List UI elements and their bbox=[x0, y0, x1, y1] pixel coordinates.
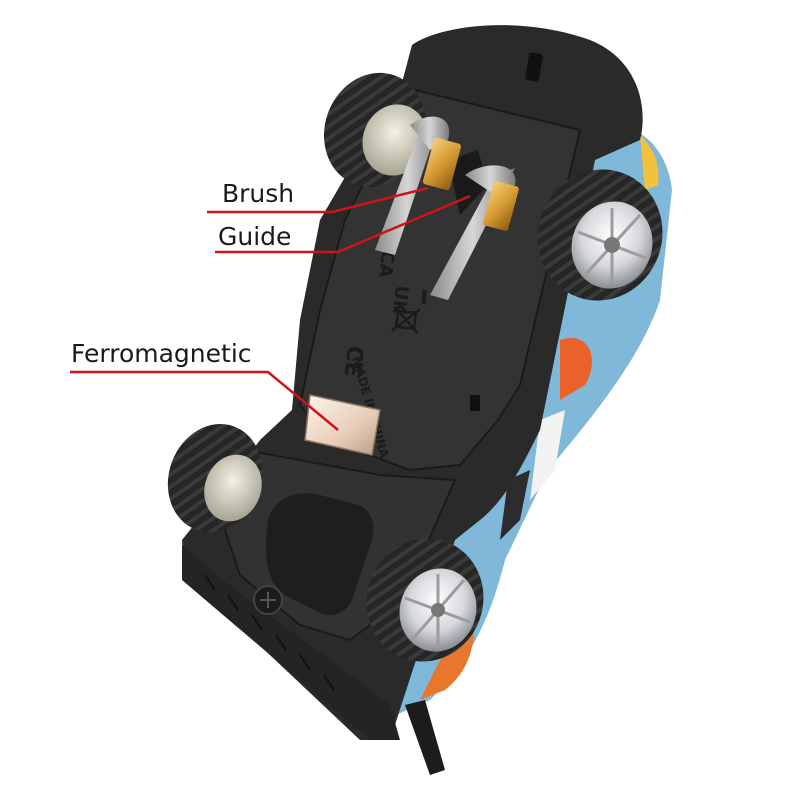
guide bbox=[448, 150, 488, 215]
brush-right bbox=[430, 165, 519, 300]
guide-pointer-line bbox=[215, 194, 471, 254]
brush-pointer-line bbox=[207, 186, 429, 214]
ferromagnetic-pointer-line bbox=[70, 370, 339, 431]
weee-bin-icon bbox=[391, 305, 421, 335]
wheel-rear-left bbox=[167, 423, 263, 533]
brush-left bbox=[375, 116, 462, 255]
ferromagnetic-plate bbox=[304, 394, 381, 456]
wheel-rear-right bbox=[366, 538, 484, 662]
uk-mark: UK bbox=[388, 284, 412, 316]
brush-label: Brush bbox=[222, 179, 295, 208]
ferromagnetic-label: Ferromagnetic bbox=[71, 339, 252, 368]
annotation-lines bbox=[70, 186, 471, 431]
ce-mark: CE bbox=[339, 344, 367, 378]
ca-mark: CA bbox=[374, 249, 398, 278]
guide-label: Guide bbox=[218, 222, 292, 251]
wheel-front-right bbox=[537, 169, 663, 301]
